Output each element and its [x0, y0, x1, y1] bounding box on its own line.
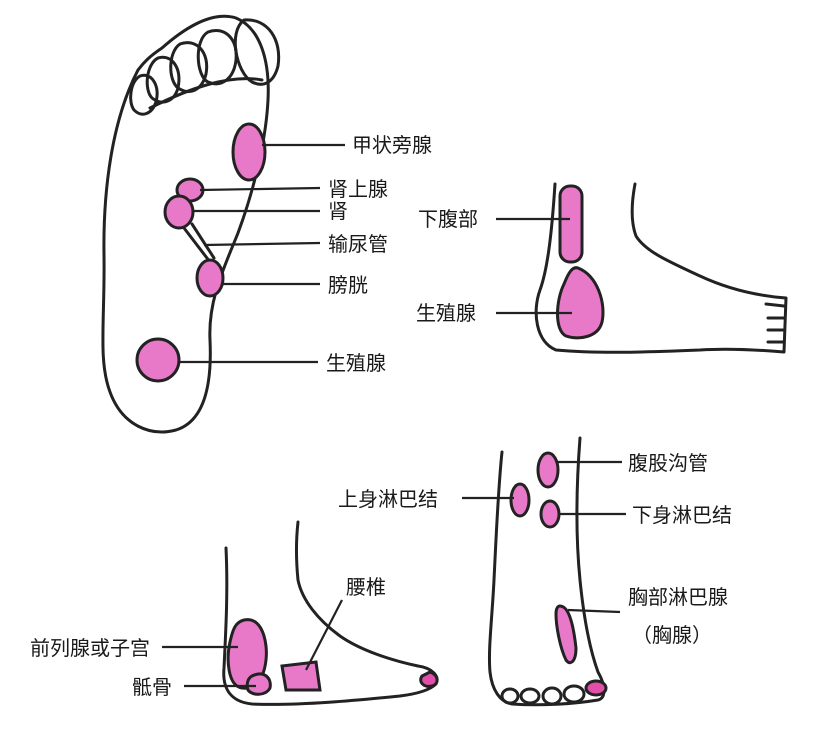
leader-lumbar [305, 599, 343, 671]
zone-groin [536, 451, 560, 489]
zone-bladder [195, 258, 225, 298]
big-toe [233, 18, 281, 86]
label-lumbar: 腰椎 [346, 575, 386, 599]
zone-coccyx [245, 672, 272, 696]
inner-toenail [419, 670, 439, 688]
label-outer-reproductive: 生殖腺 [416, 301, 476, 325]
label-sole-reproductive: 生殖腺 [326, 351, 386, 375]
top-view-toes [500, 679, 608, 706]
label-chest-gland: （胸腺） [632, 623, 712, 647]
top-view-foot: 腹股沟管 上身淋巴结 下身淋巴结 胸部淋巴腺 （胸腺） [338, 436, 732, 707]
label-lower-abdomen: 下腹部 [418, 207, 478, 231]
zone-outer-reproductive [556, 266, 605, 340]
label-groin: 腹股沟管 [628, 451, 708, 475]
zone-upper-lymph [509, 482, 531, 518]
toe-5 [129, 73, 159, 116]
label-ureter: 输尿管 [328, 232, 388, 256]
label-prostate-uterus: 前列腺或子宫 [30, 636, 150, 660]
sole-outline [101, 14, 270, 434]
zone-prostate-uterus [226, 618, 268, 690]
outer-side-foot: 下腹部 生殖腺 [416, 182, 788, 354]
leader-chest-lymph [567, 608, 621, 614]
top-toe-3 [541, 686, 563, 706]
label-coccyx: 骶骨 [132, 675, 172, 699]
sole-foot: 甲状旁腺 肾上腺 肾 输尿管 膀胱 生殖腺 [101, 14, 432, 434]
ureter-line [182, 222, 216, 264]
label-bladder: 膀胱 [328, 273, 368, 297]
label-parathyroid: 甲状旁腺 [352, 133, 432, 157]
zone-chest-lymph [554, 604, 578, 665]
label-chest-lymph: 胸部淋巴腺 [628, 585, 728, 609]
label-adrenal: 肾上腺 [328, 177, 388, 201]
top-toe-4 [519, 687, 541, 705]
leader-adrenal [199, 186, 321, 192]
label-upper-lymph: 上身淋巴结 [338, 487, 438, 511]
zone-lumbar [280, 660, 322, 692]
toe-crease [148, 77, 264, 110]
label-lower-lymph: 下身淋巴结 [632, 503, 732, 527]
top-toe-1 [584, 679, 608, 697]
zone-lower-abdomen [558, 184, 584, 264]
leader-ureter [203, 241, 321, 247]
zone-lower-lymph [539, 499, 561, 529]
zone-sole-reproductive [135, 337, 181, 383]
zone-kidney [163, 194, 195, 230]
outer-side-outline [534, 182, 788, 354]
inner-side-foot: 腰椎 前列腺或子宫 骶骨 [30, 520, 439, 706]
top-toe-5 [500, 687, 520, 705]
label-kidney: 肾 [328, 199, 348, 223]
outer-toe-lines [764, 302, 786, 344]
top-toe-2 [562, 684, 586, 704]
zone-parathyroid [231, 122, 267, 182]
